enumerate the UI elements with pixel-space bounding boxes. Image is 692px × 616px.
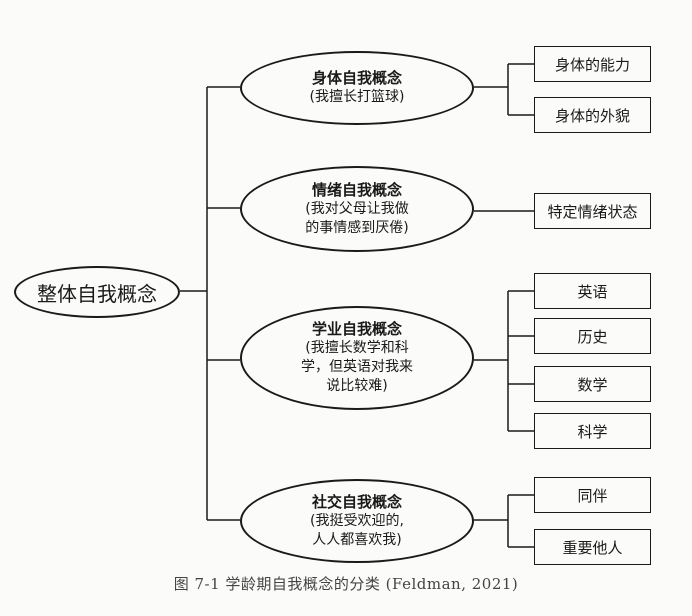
- leaf-label: 英语: [577, 282, 608, 301]
- node-title: 学业自我概念: [311, 320, 402, 338]
- emotional-self-concept-node: 情绪自我概念 (我对父母让我做 的事情感到厌倦): [240, 166, 474, 252]
- leaf-label: 数学: [577, 375, 608, 394]
- leaf-label: 特定情绪状态: [547, 202, 638, 221]
- leaf-label: 重要他人: [562, 538, 623, 557]
- leaf-box: 数学: [534, 366, 651, 402]
- root-label: 整体自我概念: [37, 281, 157, 306]
- leaf-box: 科学: [534, 413, 651, 449]
- node-example: (我擅长数学和科 学，但英语对我来 说比较难): [301, 340, 413, 394]
- node-title: 情绪自我概念: [311, 180, 402, 199]
- social-self-concept-node: 社交自我概念 (我挺受欢迎的, 人人都喜欢我): [240, 479, 474, 563]
- node-example: (我挺受欢迎的, 人人都喜欢我): [310, 512, 404, 548]
- node-example: (我对父母让我做 的事情感到厌倦): [305, 200, 409, 236]
- node-example: (我擅长打篮球): [309, 89, 405, 105]
- physical-self-concept-node: 身体自我概念 (我擅长打篮球): [240, 51, 474, 125]
- node-title: 身体自我概念: [311, 69, 402, 87]
- node-title: 社交自我概念: [311, 492, 402, 511]
- leaf-label: 同伴: [577, 486, 608, 505]
- leaf-box: 历史: [534, 318, 651, 354]
- figure-caption: 图 7-1 学龄期自我概念的分类 (Feldman, 2021): [173, 575, 519, 593]
- leaf-box: 身体的能力: [534, 46, 651, 82]
- leaf-box: 身体的外貌: [534, 97, 651, 133]
- leaf-box: 英语: [534, 273, 651, 309]
- leaf-box: 重要他人: [534, 529, 651, 565]
- leaf-box: 特定情绪状态: [534, 193, 651, 229]
- leaf-label: 身体的外貌: [554, 106, 630, 125]
- leaf-label: 历史: [577, 327, 608, 346]
- leaf-label: 科学: [577, 422, 608, 441]
- leaf-box: 同伴: [534, 477, 651, 513]
- leaf-label: 身体的能力: [554, 55, 630, 74]
- root-node: 整体自我概念: [14, 266, 180, 318]
- academic-self-concept-node: 学业自我概念 (我擅长数学和科 学，但英语对我来 说比较难): [240, 306, 474, 410]
